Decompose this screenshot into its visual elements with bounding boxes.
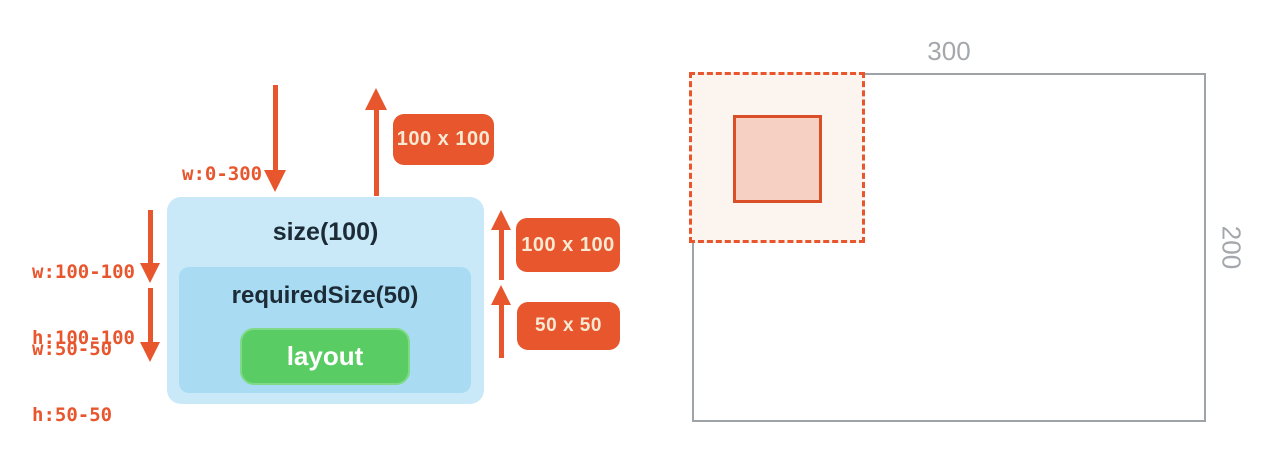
size-constraints-arrow-icon	[140, 210, 160, 283]
size-constraints-height: h:100-100	[32, 327, 135, 349]
measured-size-badge-top: 100 x 100	[393, 114, 494, 165]
incoming-constraints-width: w:0-300	[182, 163, 263, 185]
measured-size-badge-required: 50 x 50	[517, 302, 620, 350]
required-constraints-label: w:50-50 h:50-50	[32, 294, 112, 462]
size-modifier-label: size(100)	[272, 217, 379, 246]
size-result-arrow-icon	[491, 210, 511, 280]
required-constraints-arrow-icon	[140, 288, 160, 362]
incoming-constraints-arrow-icon	[264, 85, 286, 192]
layout-result-box	[733, 115, 822, 203]
layout-node-box: layout	[240, 328, 410, 385]
height-dimension-label: 200	[1216, 225, 1247, 270]
required-constraints-width: w:50-50	[32, 338, 113, 360]
measured-size-badge-size: 100 x 100	[516, 218, 620, 272]
width-dimension-label: 300	[927, 36, 971, 66]
outgoing-size-arrow-icon	[365, 88, 387, 196]
required-size-modifier-label: requiredSize(50)	[231, 282, 419, 309]
size-constraints-width: w:100-100	[32, 261, 135, 283]
size-constraints-label: w:100-100 h:100-100	[32, 217, 135, 393]
required-constraints-height: h:50-50	[32, 404, 113, 426]
required-result-arrow-icon	[491, 285, 511, 358]
